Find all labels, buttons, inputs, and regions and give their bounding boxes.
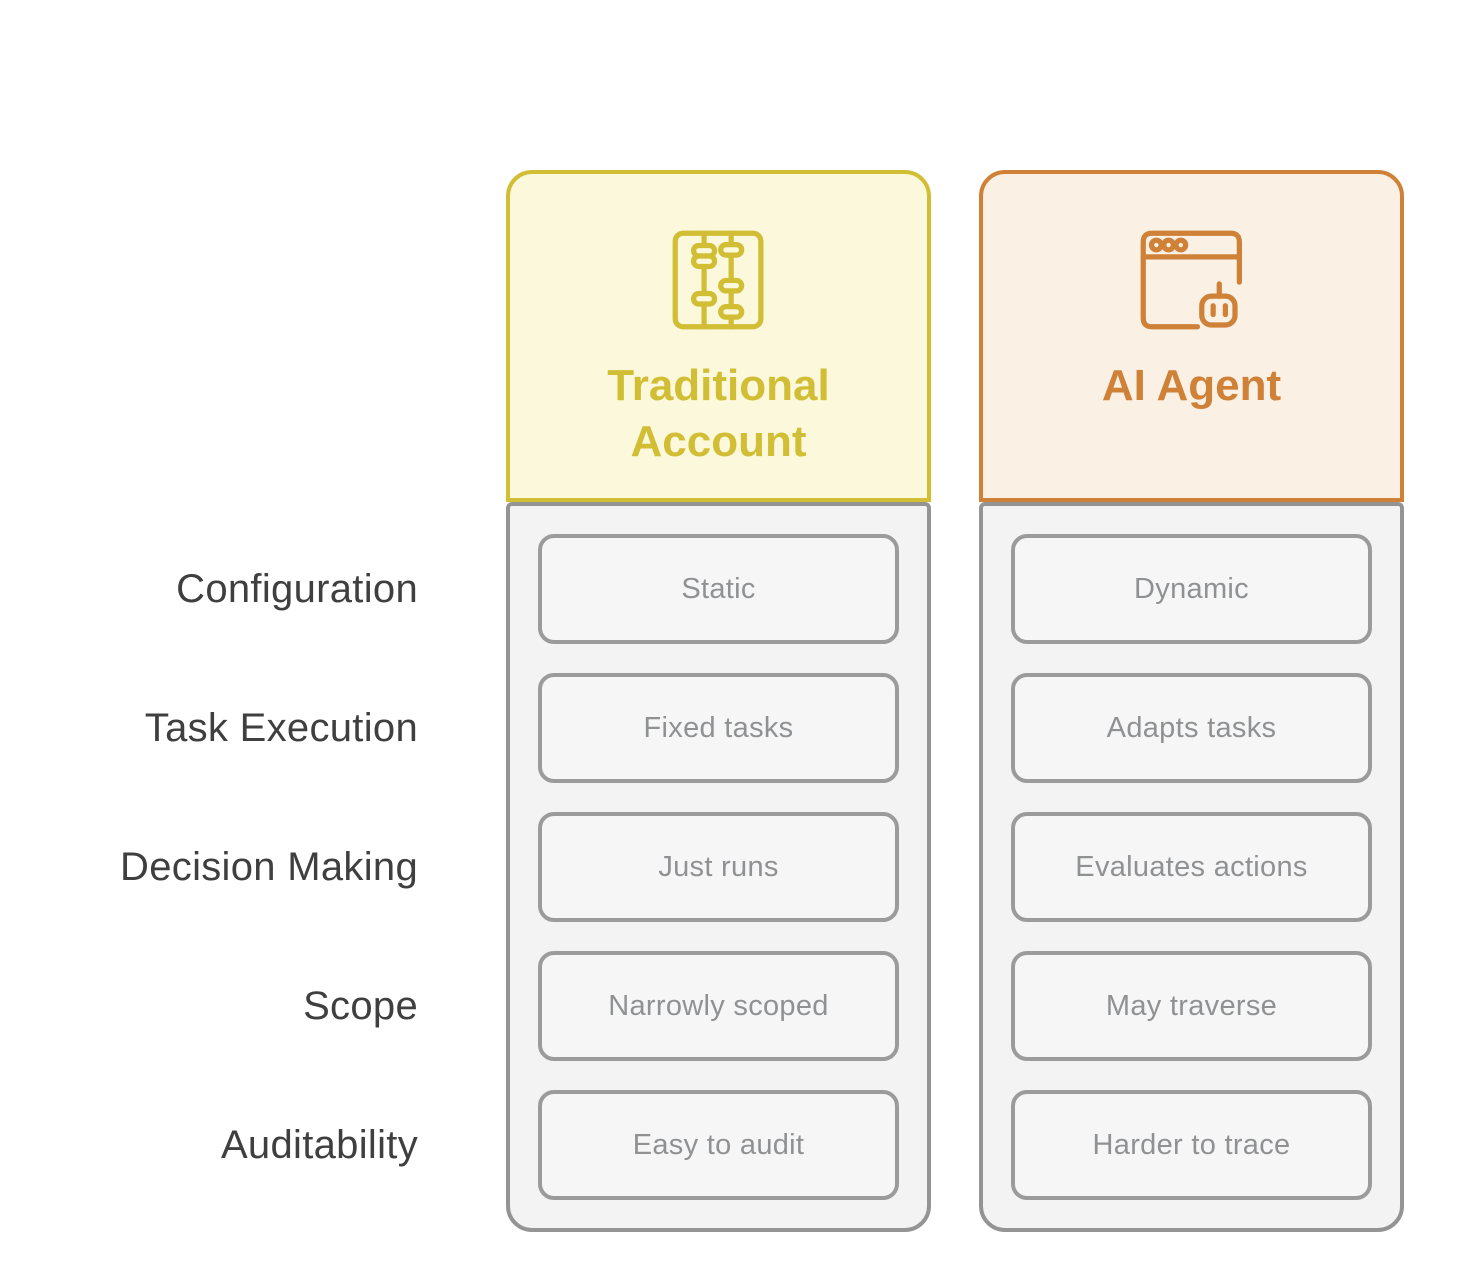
browser-robot-icon xyxy=(1140,230,1243,330)
row-label-configuration: Configuration xyxy=(176,566,418,611)
comparison-columns: Traditional Account Static Fixed tasks J… xyxy=(506,170,1404,1232)
column-title-ai-agent: AI Agent xyxy=(1101,361,1282,410)
cell-traditional-auditability: Easy to audit xyxy=(538,1090,899,1200)
column-header-traditional-account: Traditional Account xyxy=(506,170,931,502)
column-body-traditional-account: Static Fixed tasks Just runs Narrowly sc… xyxy=(506,502,931,1232)
column-body-ai-agent: Dynamic Adapts tasks Evaluates actions M… xyxy=(979,502,1404,1232)
row-labels: Configuration Task Execution Decision Ma… xyxy=(0,534,418,1200)
cell-agent-configuration: Dynamic xyxy=(1011,534,1372,644)
abacus-icon xyxy=(673,230,764,330)
row-label-scope: Scope xyxy=(303,983,418,1028)
column-ai-agent: AI Agent Dynamic Adapts tasks Evaluates … xyxy=(979,170,1404,1232)
column-traditional-account: Traditional Account Static Fixed tasks J… xyxy=(506,170,931,1232)
cell-traditional-task-execution: Fixed tasks xyxy=(538,673,899,783)
cell-agent-scope: May traverse xyxy=(1011,951,1372,1061)
cell-traditional-configuration: Static xyxy=(538,534,899,644)
row-label-task-execution: Task Execution xyxy=(144,705,418,750)
column-title-traditional-account: Traditional Account xyxy=(607,361,830,466)
row-label-decision-making: Decision Making xyxy=(120,844,418,889)
cell-agent-auditability: Harder to trace xyxy=(1011,1090,1372,1200)
column-header-ai-agent: AI Agent xyxy=(979,170,1404,502)
cell-agent-decision-making: Evaluates actions xyxy=(1011,812,1372,922)
row-label-auditability: Auditability xyxy=(220,1122,418,1167)
cell-traditional-scope: Narrowly scoped xyxy=(538,951,899,1061)
cell-agent-task-execution: Adapts tasks xyxy=(1011,673,1372,783)
cell-traditional-decision-making: Just runs xyxy=(538,812,899,922)
